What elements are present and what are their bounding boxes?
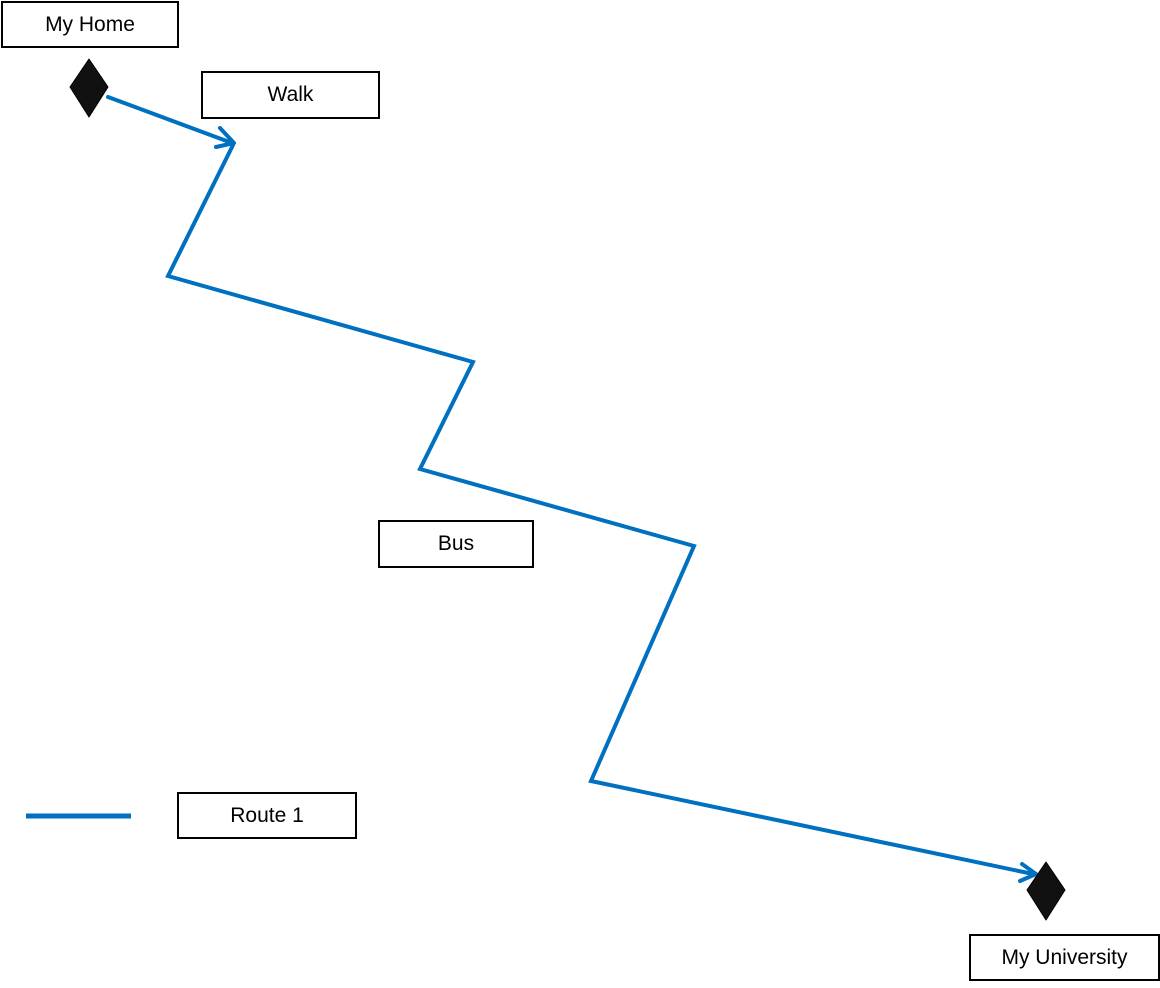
legend-label-text: Route 1 [230,803,304,827]
university-label-text: My University [1001,945,1128,969]
bus-route-line [165,143,1035,876]
bus-label: Bus [378,520,534,568]
walk-segment [106,95,234,145]
bus-arrowhead [1018,862,1038,883]
bus-label-text: Bus [437,532,475,555]
university-diamond-icon [1026,861,1066,921]
legend-label: Route 1 [177,792,357,839]
university-label: My University [969,934,1160,981]
home-label: My Home [1,1,179,48]
walk-arrowhead [214,126,236,149]
home-label-text: My Home [45,12,135,36]
home-diamond-icon [69,58,109,118]
walk-label-text: Walk [267,83,314,106]
walk-label: Walk [201,71,380,119]
